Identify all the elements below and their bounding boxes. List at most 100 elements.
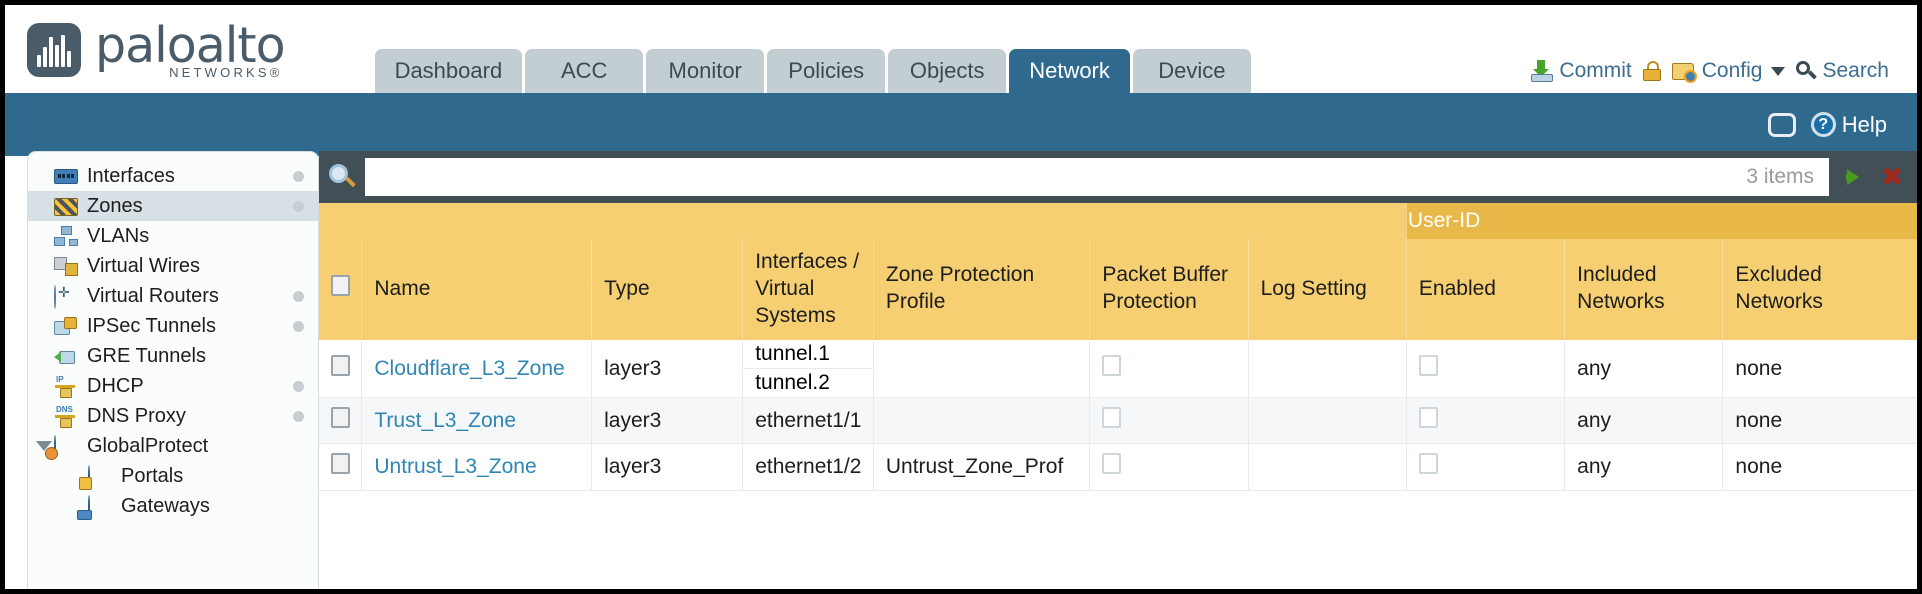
row-checkbox[interactable] [331,453,350,475]
sidebar-item-label: Zones [87,194,143,217]
sidebar-item-label: DHCP [87,374,144,397]
sidebar-item-zones[interactable]: Zones [28,191,318,221]
top-header: paloalto NETWORKS® Dashboard ACC Monitor… [5,5,1917,93]
sidebar-item-dhcp[interactable]: IP DHCP [28,371,318,401]
dhcp-icon: IP [54,375,78,398]
collapse-triangle-icon[interactable] [36,441,52,451]
config-menu[interactable]: Config [1671,59,1786,83]
cell-log-setting [1247,443,1407,491]
clear-filter-button[interactable]: ✖ [1877,162,1907,192]
dns-proxy-icon: DNS [54,405,78,428]
select-all-checkbox[interactable] [331,274,350,296]
column-header-type[interactable]: Type [591,239,743,340]
tab-policies[interactable]: Policies [767,49,886,93]
virtual-wires-icon [54,256,78,277]
cell-excluded-networks: none [1722,443,1917,491]
tab-monitor[interactable]: Monitor [646,49,765,93]
tab-objects[interactable]: Objects [888,49,1007,93]
search-icon[interactable] [329,164,356,190]
cell-included-networks: any [1564,443,1723,491]
column-header-name[interactable]: Name [361,239,592,340]
table-row[interactable]: Trust_L3_Zone layer3 ethernet1/1 any non… [319,397,1917,445]
commit-button[interactable]: Commit [1531,59,1632,83]
status-dot [293,320,304,332]
vlans-icon [54,225,78,247]
brand-tagline: NETWORKS® [169,65,283,80]
column-header-interfaces[interactable]: Interfaces / Virtual Systems [742,239,874,340]
userid-enabled-checkbox[interactable] [1418,354,1438,376]
row-checkbox[interactable] [331,407,350,429]
cell-interfaces: ethernet1/2 [742,443,874,491]
brand-logo[interactable]: paloalto NETWORKS® [27,21,286,80]
virtual-routers-icon [54,284,78,309]
clear-filter-icon: ✖ [1880,161,1904,193]
status-dot [293,200,304,212]
packet-buffer-protection-checkbox[interactable] [1102,407,1122,429]
column-header-log-setting[interactable]: Log Setting [1247,239,1407,340]
column-header-zone-protection-profile[interactable]: Zone Protection Profile [872,239,1090,340]
column-header-included-networks[interactable]: Included Networks [1564,239,1723,340]
zones-table: User-ID Name Type Interfaces / Virtual S… [319,203,1917,491]
cell-interfaces: ethernet1/1 [742,397,874,445]
column-header-excluded-networks[interactable]: Excluded Networks [1722,239,1917,340]
main-nav-tabs: Dashboard ACC Monitor Policies Objects N… [374,49,1251,93]
tab-acc[interactable]: ACC [525,49,644,93]
userid-enabled-checkbox[interactable] [1418,453,1438,475]
interfaces-icon [54,166,78,187]
sidebar-item-dns-proxy[interactable]: DNS DNS Proxy [28,401,318,431]
refresh-icon[interactable] [1767,112,1796,137]
table-row[interactable]: Cloudflare_L3_Zone layer3 tunnel.1 tunne… [319,339,1917,399]
cell-excluded-networks: none [1722,397,1917,445]
row-checkbox[interactable] [331,354,350,376]
tab-device[interactable]: Device [1132,49,1251,93]
packet-buffer-protection-checkbox[interactable] [1102,453,1122,475]
commit-label: Commit [1559,59,1632,82]
column-header-enabled[interactable]: Enabled [1405,239,1565,340]
sidebar-item-portals[interactable]: Portals [28,461,318,491]
sidebar-item-label: Virtual Routers [87,284,219,307]
packet-buffer-protection-checkbox[interactable] [1102,354,1122,376]
gre-tunnels-icon [54,346,78,367]
userid-enabled-checkbox[interactable] [1418,407,1438,429]
apply-filter-button[interactable] [1838,162,1868,192]
search-icon [1796,61,1818,81]
cell-included-networks: any [1564,339,1723,399]
sidebar-item-vlans[interactable]: VLANs [28,221,318,251]
sidebar-item-globalprotect[interactable]: GlobalProtect [28,431,318,461]
zone-name-link[interactable]: Trust_L3_Zone [374,409,517,433]
tab-network[interactable]: Network [1009,49,1130,93]
sidebar-item-gre-tunnels[interactable]: GRE Tunnels [28,341,318,371]
sidebar-item-gateways[interactable]: Gateways [28,491,318,521]
sidebar-item-label: IPSec Tunnels [87,314,216,337]
zone-name-link[interactable]: Untrust_L3_Zone [374,455,537,479]
cell-type: layer3 [591,397,743,445]
cell-userid-enabled [1405,339,1565,399]
zone-name-link[interactable]: Cloudflare_L3_Zone [374,356,565,380]
gateways-icon [88,494,112,519]
sidebar-item-interfaces[interactable]: Interfaces [28,161,318,191]
sidebar-item-label: Gateways [121,494,210,517]
help-button[interactable]: ? Help [1810,112,1887,138]
search-button[interactable]: Search [1796,59,1889,83]
sidebar-item-label: Interfaces [87,164,175,187]
table-row[interactable]: Untrust_L3_Zone layer3 ethernet1/2 Untru… [319,443,1917,491]
sidebar-item-virtual-routers[interactable]: Virtual Routers [28,281,318,311]
table-group-header-row: User-ID [319,203,1917,239]
cell-type: layer3 [591,443,743,491]
column-header-packet-buffer-protection[interactable]: Packet Buffer Protection [1089,239,1249,340]
globalprotect-icon [54,434,78,459]
cell-excluded-networks: none [1722,339,1917,399]
brand-text: paloalto NETWORKS® [95,21,286,80]
lock-icon[interactable] [1642,61,1661,81]
row-select-cell [319,443,362,491]
tab-dashboard[interactable]: Dashboard [374,49,523,93]
row-select-cell [319,339,362,399]
select-all-header [319,239,362,340]
sidebar-item-ipsec-tunnels[interactable]: IPSec Tunnels [28,311,318,341]
cell-interfaces: tunnel.1 tunnel.2 [742,339,874,398]
cell-zone-protection-profile [872,339,1090,399]
cell-name: Untrust_L3_Zone [361,443,592,491]
sidebar-item-virtual-wires[interactable]: Virtual Wires [28,251,318,281]
filter-search-input[interactable]: 3 items [365,158,1829,196]
